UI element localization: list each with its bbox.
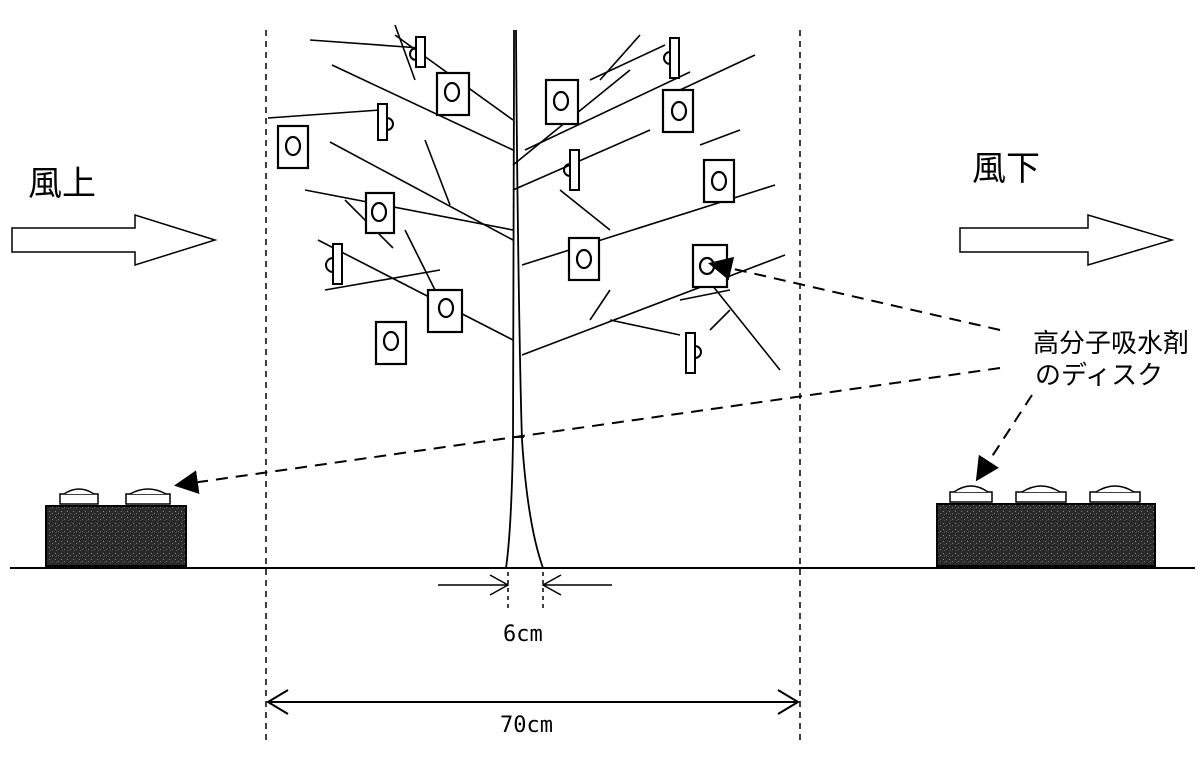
disk-label-line1: 高分子吸水剤 [1033, 329, 1189, 359]
trunk-width-dimension [438, 572, 612, 612]
upwind-label: 風上 [28, 164, 96, 204]
fruit-card [569, 238, 599, 280]
pointer-to-tree-disk [712, 264, 1000, 330]
fruit-card [376, 322, 406, 364]
fruit-side-view [410, 37, 425, 67]
upwind-pot [46, 489, 186, 566]
fruit-card [437, 73, 469, 115]
fruit-card [428, 290, 462, 332]
fruit-card [278, 126, 308, 168]
downwind-pot [937, 486, 1155, 566]
downwind-arrow [960, 215, 1172, 265]
fruit-card [546, 80, 578, 124]
fruit-side-view [686, 333, 701, 373]
downwind-label: 風下 [972, 149, 1040, 189]
trunk-width-label: 6cm [503, 622, 543, 647]
canopy-width-label: 70cm [500, 713, 553, 738]
tree-trunk [506, 30, 543, 568]
disk-label-line2: のディスク [1035, 361, 1163, 391]
fruit-cards [278, 73, 734, 364]
upwind-arrow [12, 215, 215, 265]
fruit-side-view [378, 104, 393, 140]
fruit-side-view [564, 150, 579, 190]
pointer-to-downwind-disk [978, 395, 1032, 478]
fruit-side-view [326, 244, 342, 284]
fruit-card [704, 160, 734, 202]
fruit-card [663, 90, 693, 132]
canopy-width-dimension [268, 690, 798, 714]
fruit-side-view [664, 38, 679, 78]
pointer-to-upwind-disk [178, 368, 1000, 485]
fruit-card [366, 193, 394, 233]
